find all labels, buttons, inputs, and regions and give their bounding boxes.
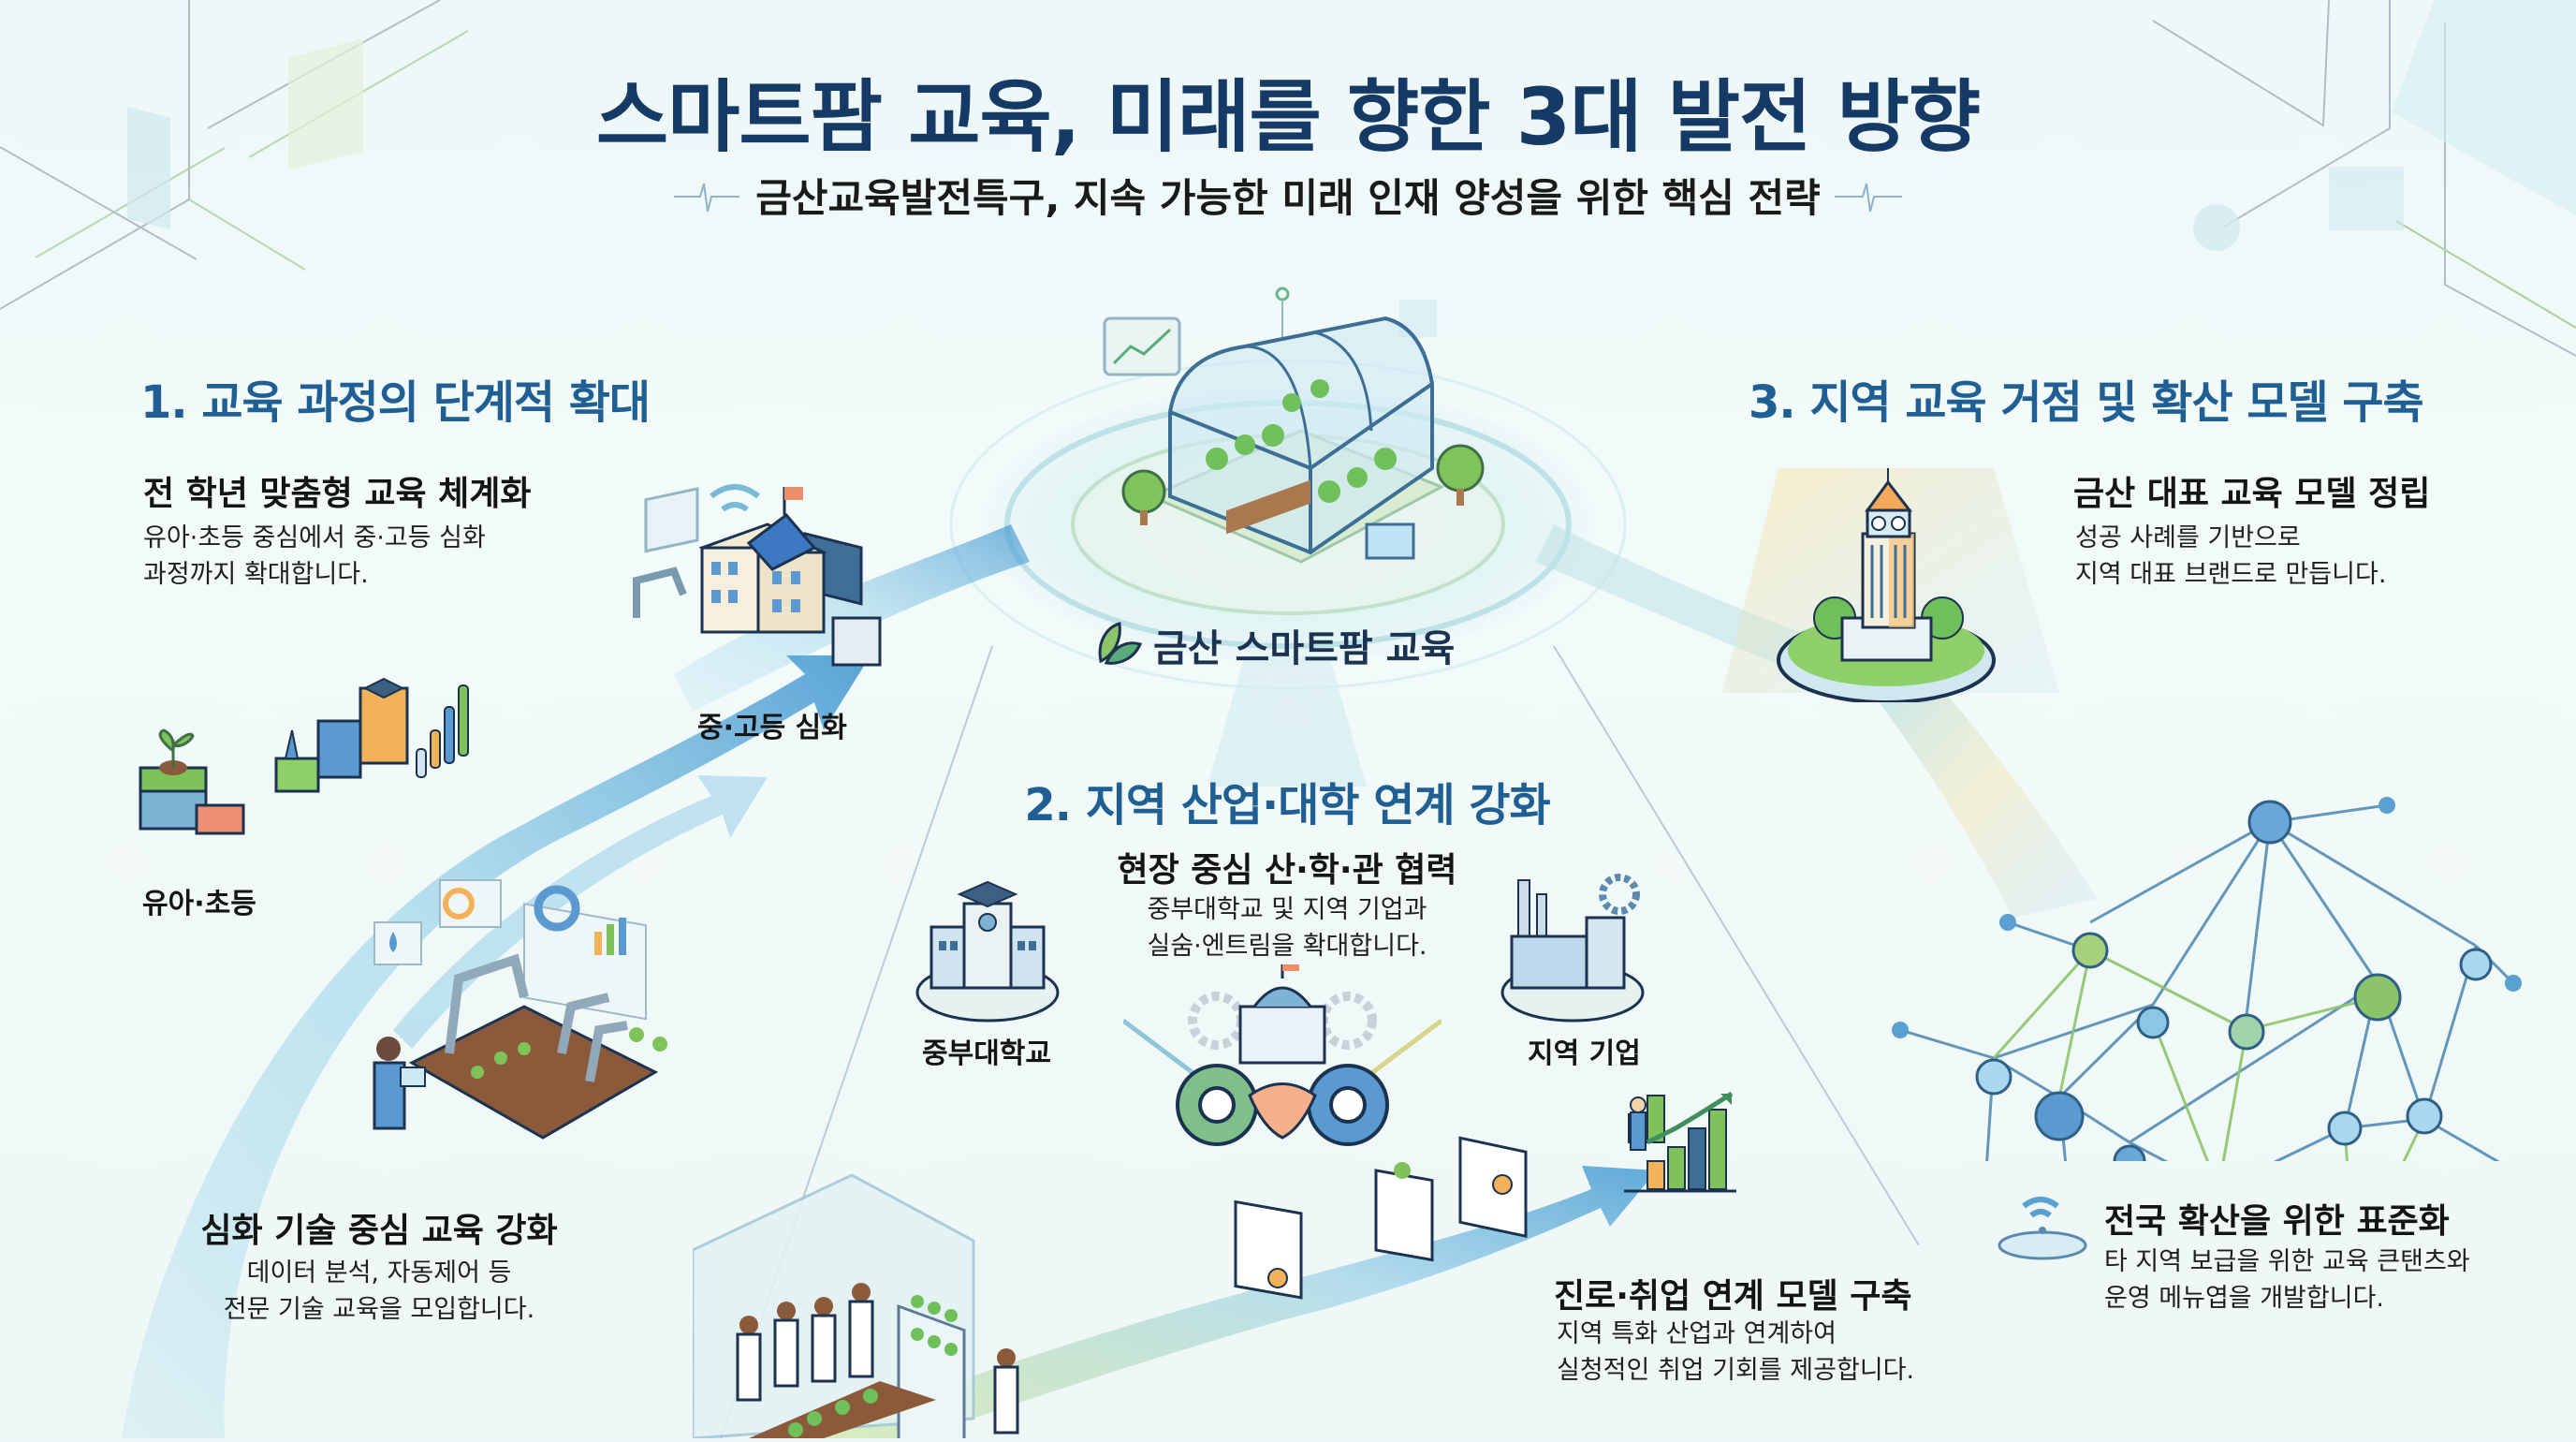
page-title: 스마트팜 교육, 미래를 향한 3대 발전 방향	[595, 71, 1981, 163]
section-1-item-1-body: 유아·초등 중심에서 중·고등 심화 과정까지 확대합니다.	[143, 523, 486, 590]
stage-label-middle-high: 중·고등 심화	[697, 712, 847, 744]
section-3-item-2-heading: 전국 확산을 위한 표준화	[2104, 1202, 2450, 1241]
hub-label: 금산 스마트팜 교육	[1153, 627, 1456, 670]
wireless-pad-icon	[1996, 1189, 2089, 1264]
growth-chart-icon	[1619, 1086, 1741, 1199]
section-1-item-1-heading: 전 학년 맞춤형 교육 체계화	[143, 475, 532, 513]
section-2-item-1-body: 중부대학교 및 지역 기업과 실숨·엔트림을 확대합니다.	[1147, 895, 1427, 962]
company-illustration	[1498, 871, 1657, 1030]
section-2-item-2-heading: 진로·취업 연계 모델 구축	[1554, 1277, 1912, 1316]
section-3-title: 3. 지역 교육 거점 및 확산 모델 구축	[1749, 376, 2424, 429]
network-illustration	[1872, 768, 2576, 1315]
hub-badge: 금산 스마트팜 교육	[1093, 618, 1455, 672]
university-label: 중부대학교	[922, 1037, 1051, 1070]
university-illustration	[913, 871, 1062, 1030]
greenhouse-illustration	[1086, 281, 1498, 590]
section-1-item-2-heading: 심화 기술 중심 교육 강화	[200, 1212, 558, 1250]
section-1-title: 1. 교육 과정의 단계적 확대	[140, 376, 651, 429]
career-path-illustration	[1217, 1077, 1666, 1302]
stage-label-kinder-elementary: 유아·초등	[142, 888, 256, 920]
section-3-item-2-body: 타 지역 보급을 위한 교육 큰탠츠와 운영 메뉴엽을 개발합니다.	[2104, 1247, 2470, 1314]
school-illustration	[618, 459, 917, 684]
leaf-icon	[1098, 622, 1143, 665]
section-2-item-2-body: 지역 특화 산업과 연계하여 실청적인 취업 기회를 제공합니다.	[1557, 1319, 1915, 1386]
lab-scene-illustration	[691, 1138, 1217, 1442]
page-subtitle: 금산교육발전특구, 지속 가능한 미래 인재 양성을 위한 핵심 전략	[755, 175, 1821, 221]
section-2-item-1-heading: 현장 중심 산·학·관 협력	[1117, 851, 1457, 890]
section-3-item-1-body: 성공 사례를 기반으로 지역 대표 브랜드로 만듭니다.	[2075, 523, 2387, 590]
robotic-farm-illustration	[337, 866, 693, 1147]
growth-steps-illustration	[131, 674, 599, 861]
handshake-gears-illustration	[1121, 960, 1443, 1152]
section-3-item-1-heading: 금산 대표 교육 모델 정립	[2073, 475, 2431, 513]
section-2-title: 2. 지역 산업·대학 연계 강화	[1024, 779, 1550, 831]
section-1-item-2-body: 데이터 분석, 자동제어 등 전문 기술 교육을 모입합니다.	[223, 1258, 535, 1325]
clock-tower-illustration	[1769, 468, 2003, 704]
company-label: 지역 기업	[1528, 1037, 1641, 1070]
